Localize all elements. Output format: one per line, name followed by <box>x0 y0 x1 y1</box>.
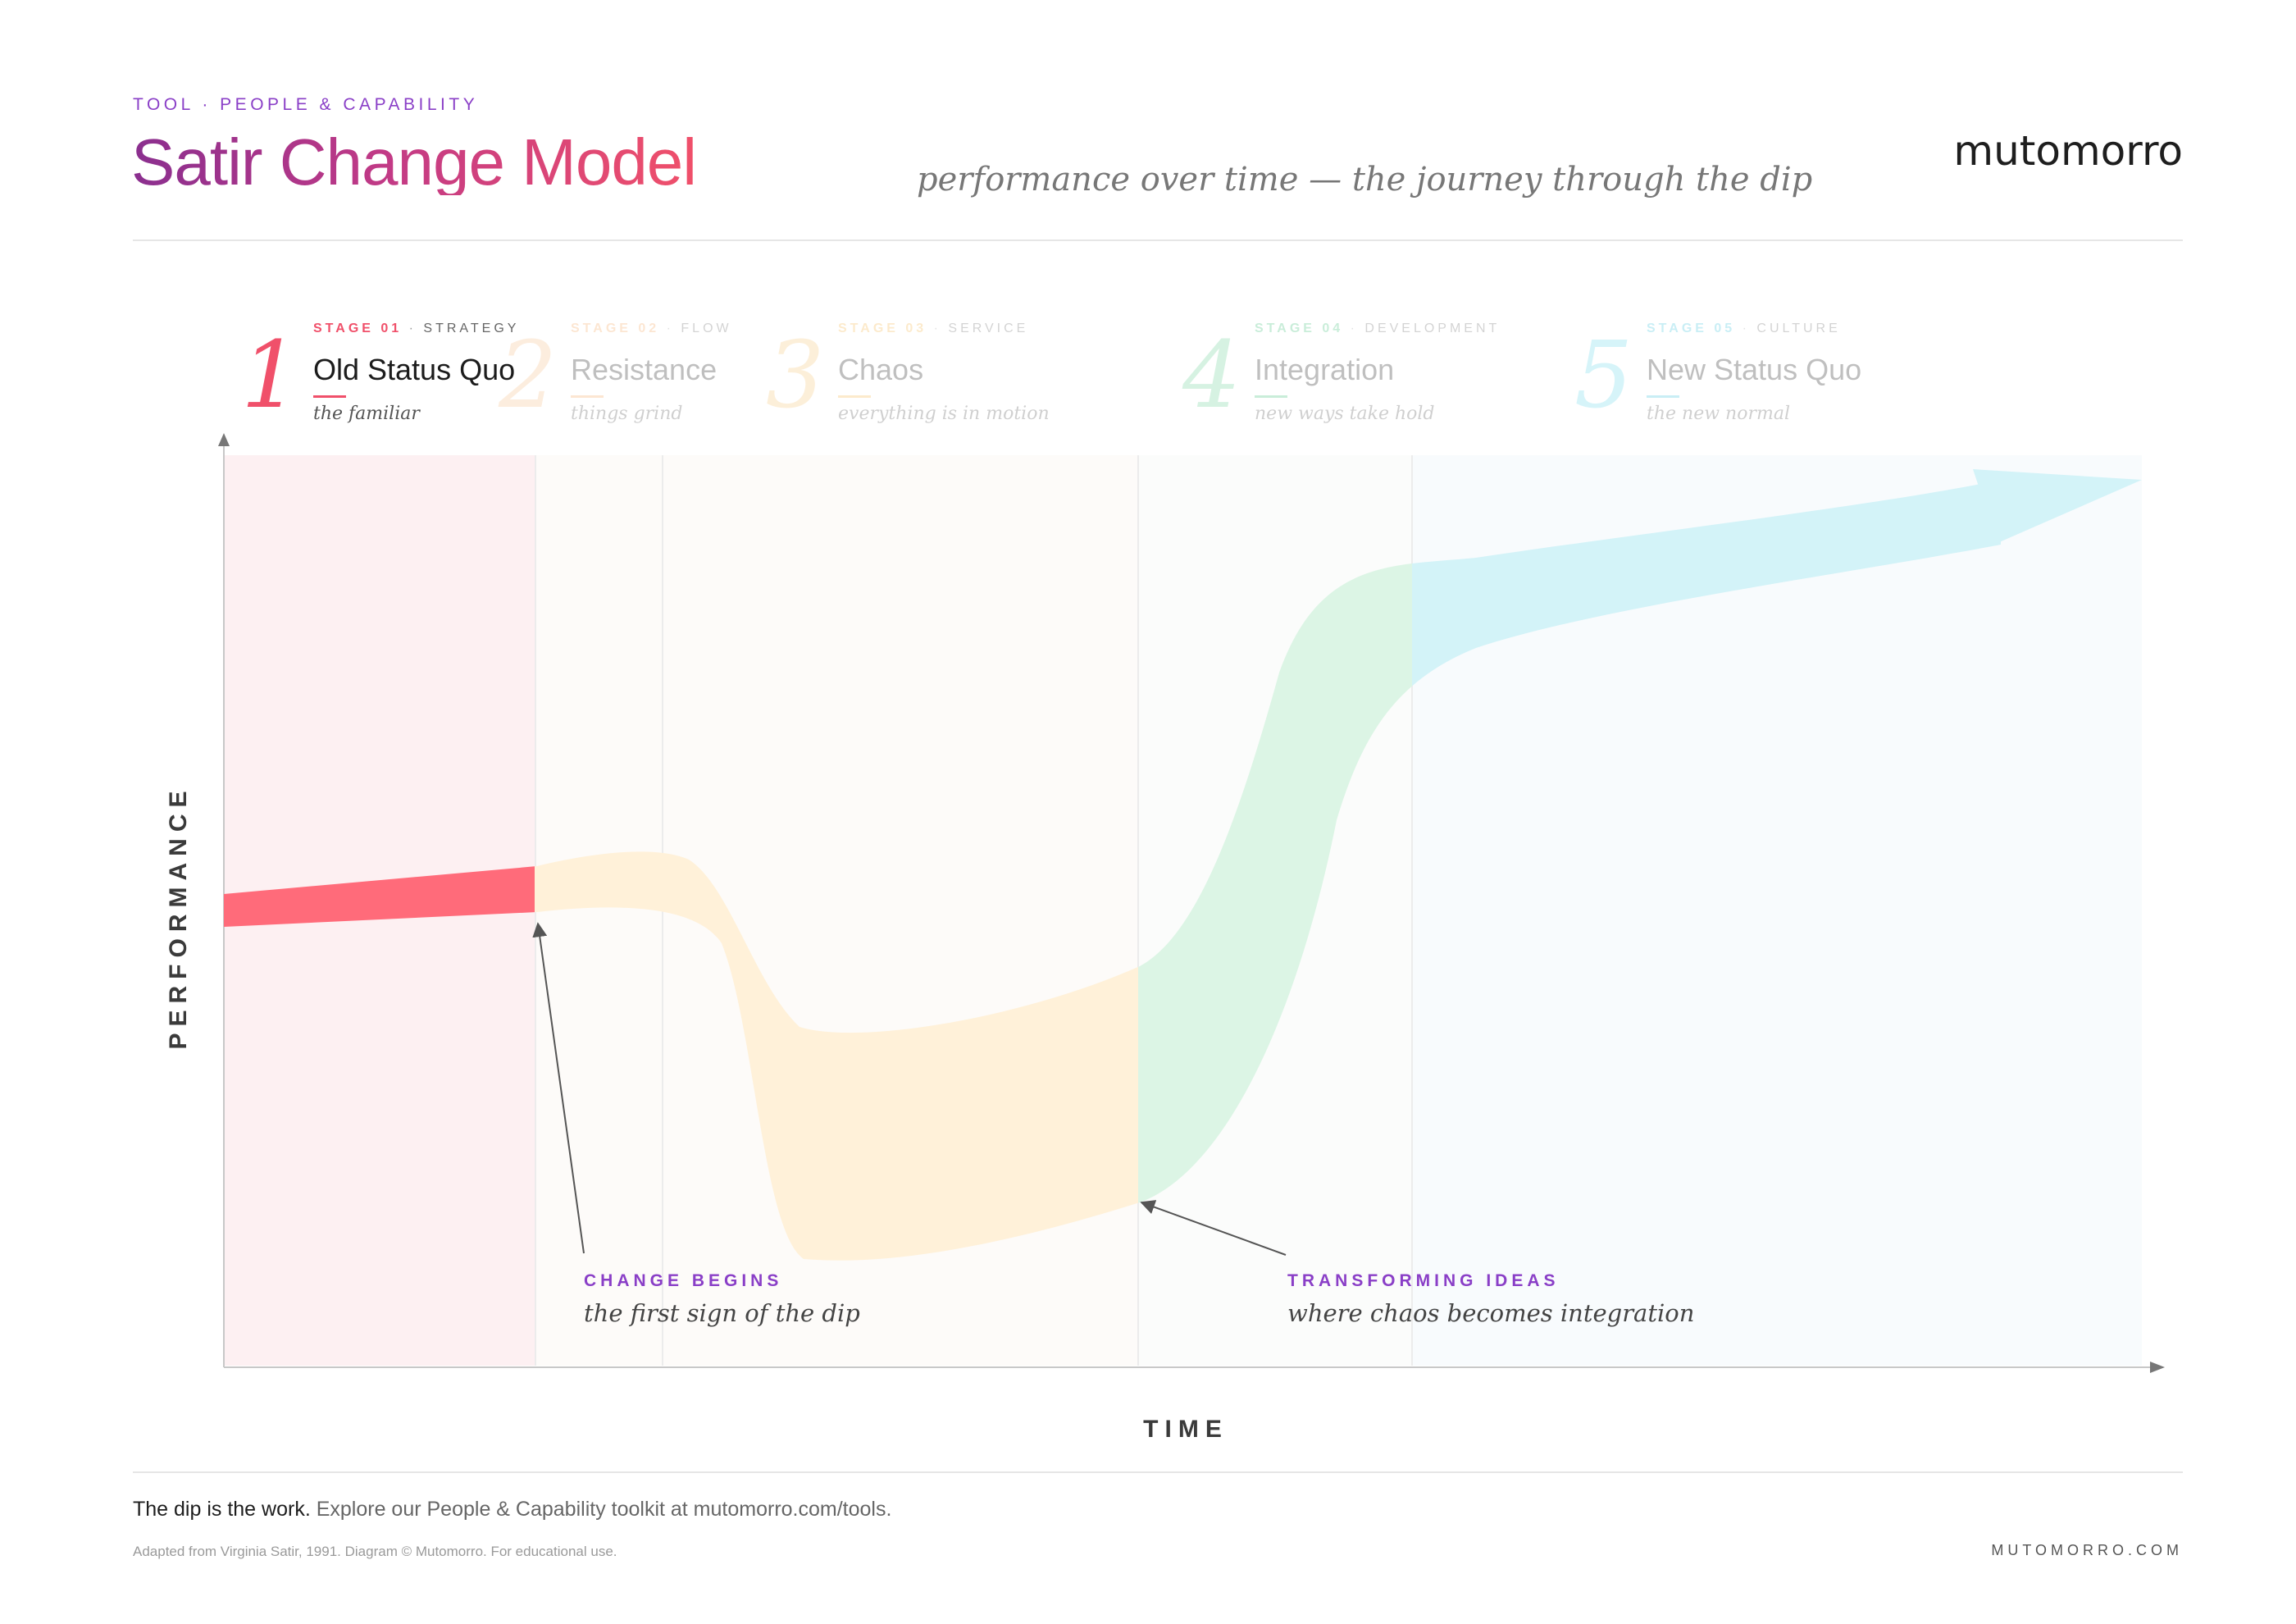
annotation-heading: CHANGE BEGINS <box>584 1271 783 1290</box>
stage-category: STRATEGY <box>423 322 520 335</box>
transforming-ideas-pointer <box>1140 1200 1287 1256</box>
annotation-change-begins: CHANGE BEGINS the first sign of the dip <box>584 1271 860 1327</box>
stage-category: SERVICE <box>948 322 1029 335</box>
stage-name: New Status Quo <box>1647 353 1862 386</box>
stage-name: Old Status Quo <box>313 353 516 386</box>
brand-logo[interactable]: mutomorro <box>1953 127 2183 175</box>
footer-fine-print: Adapted from Virginia Satir, 1991. Diagr… <box>133 1544 617 1559</box>
annotation-transforming-ideas: TRANSFORMING IDEAS where chaos becomes i… <box>1287 1271 1694 1327</box>
stage-category: CULTURE <box>1756 322 1841 335</box>
stage-kicker: STAGE 04 · DEVELOPMENT <box>1255 322 1501 335</box>
stage-label: STAGE 04 <box>1255 322 1344 335</box>
footer-tagline: The dip is the work. Explore our People … <box>133 1498 891 1521</box>
y-axis-arrow <box>218 433 230 446</box>
stage-description: everything is in motion <box>838 404 1050 424</box>
curve-segment-old-status-quo <box>224 866 535 927</box>
page-title: Satir Change Model <box>131 125 697 198</box>
stage-label: STAGE 01 <box>313 322 403 335</box>
stage-label: STAGE 02 <box>571 322 660 335</box>
change-begins-pointer <box>532 922 585 1254</box>
stage-underline <box>1647 395 1679 398</box>
zone-resistance <box>535 455 663 1366</box>
stage-number: 3 <box>766 322 825 429</box>
stage-label: STAGE 03 <box>838 322 927 335</box>
kicker: TOOL · PEOPLE & CAPABILITY <box>133 95 479 114</box>
stage-underline <box>1255 395 1287 398</box>
curve-segment-new-status-quo <box>1412 480 2001 687</box>
stage-name: Integration <box>1255 353 1395 386</box>
curve-segment-integration <box>1138 563 1412 1203</box>
stage-name: Chaos <box>838 353 924 386</box>
page-subtitle: performance over time — the journey thro… <box>917 161 1813 198</box>
stage-number: 5 <box>1574 322 1633 429</box>
footer-site-link[interactable]: MUTOMORRO.COM <box>1991 1542 2183 1558</box>
curve-segment-resistance-chaos <box>535 851 1138 1261</box>
stage-description: new ways take hold <box>1255 404 1435 424</box>
stage-kicker: STAGE 02 · FLOW <box>571 322 732 335</box>
stage-label: STAGE 05 <box>1647 322 1736 335</box>
tagline-emphasis: The dip is the work. <box>133 1498 311 1521</box>
tagline-text[interactable]: Explore our People & Capability toolkit … <box>310 1498 892 1521</box>
stage-kicker: STAGE 03 · SERVICE <box>838 322 1029 335</box>
stage-number: 1 <box>241 322 300 429</box>
stage-description: things grind <box>571 404 683 424</box>
stage-number: 2 <box>499 322 558 429</box>
annotation-heading: TRANSFORMING IDEAS <box>1287 1271 1560 1290</box>
stage-underline <box>313 395 346 398</box>
annotation-subtext: where chaos becomes integration <box>1287 1299 1695 1327</box>
x-axis-label: TIME <box>1143 1416 1228 1443</box>
stage-underline <box>838 395 871 398</box>
stage-category: DEVELOPMENT <box>1364 322 1501 335</box>
stage-kicker: STAGE 01 · STRATEGY <box>313 322 520 335</box>
y-axis-label: PERFORMANCE <box>165 784 192 1050</box>
stage-description: the familiar <box>313 404 420 424</box>
stage-name: Resistance <box>571 353 718 386</box>
footer-divider <box>133 1471 2183 1473</box>
stage-description: the new normal <box>1647 404 1790 424</box>
annotation-subtext: the first sign of the dip <box>584 1299 860 1327</box>
curve-arrowhead <box>1973 469 2142 543</box>
stage-underline <box>571 395 604 398</box>
stage-category: FLOW <box>681 322 732 335</box>
stage-number: 4 <box>1182 322 1241 429</box>
stage-kicker: STAGE 05 · CULTURE <box>1647 322 1841 335</box>
x-axis-arrow <box>2150 1362 2165 1373</box>
header-divider <box>133 239 2183 241</box>
